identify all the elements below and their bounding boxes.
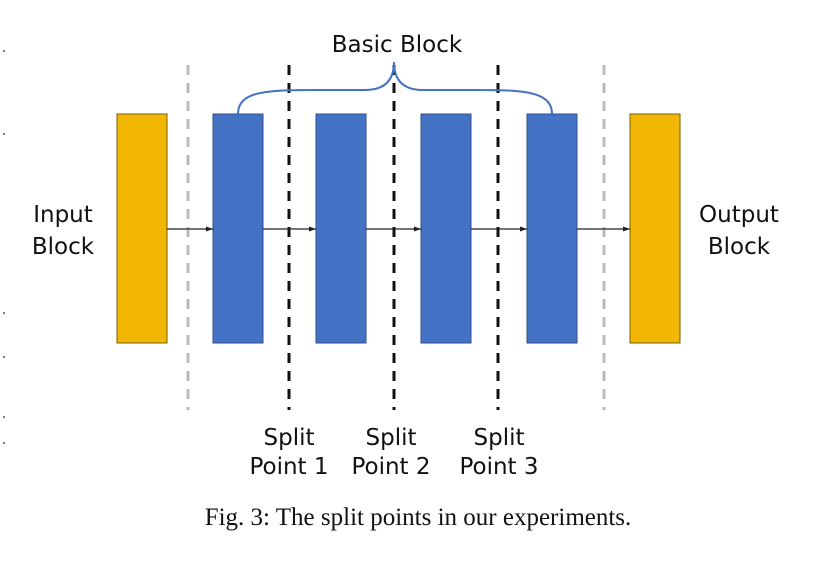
split-point-2-label-line-2: Point 2 [351, 454, 430, 480]
basic-block-3 [420, 113, 472, 344]
output-block-label-line-1: Output [699, 202, 779, 228]
figure-caption: Fig. 3: The split points in our experime… [204, 504, 632, 531]
input-block [116, 113, 168, 344]
split-points-diagram: Basic Block Input Block Output Block Spl… [3, 32, 779, 480]
basic-block-brace [237, 61, 553, 115]
basic-block-label: Basic Block [332, 32, 463, 58]
output-block [629, 113, 681, 344]
split-point-3-label-line-1: Split [474, 425, 525, 451]
split-point-1-label-line-1: Split [264, 425, 315, 451]
basic-block-2 [315, 113, 367, 344]
output-block-label-line-2: Block [708, 234, 771, 260]
split-point-1-label-line-2: Point 1 [249, 454, 328, 480]
input-block-label-line-1: Input [33, 202, 93, 228]
basic-block-1 [212, 113, 264, 344]
basic-block-4 [526, 113, 578, 344]
split-point-3-label-line-2: Point 3 [459, 454, 538, 480]
split-point-2-label-line-1: Split [366, 425, 417, 451]
input-block-label-line-2: Block [32, 234, 95, 260]
